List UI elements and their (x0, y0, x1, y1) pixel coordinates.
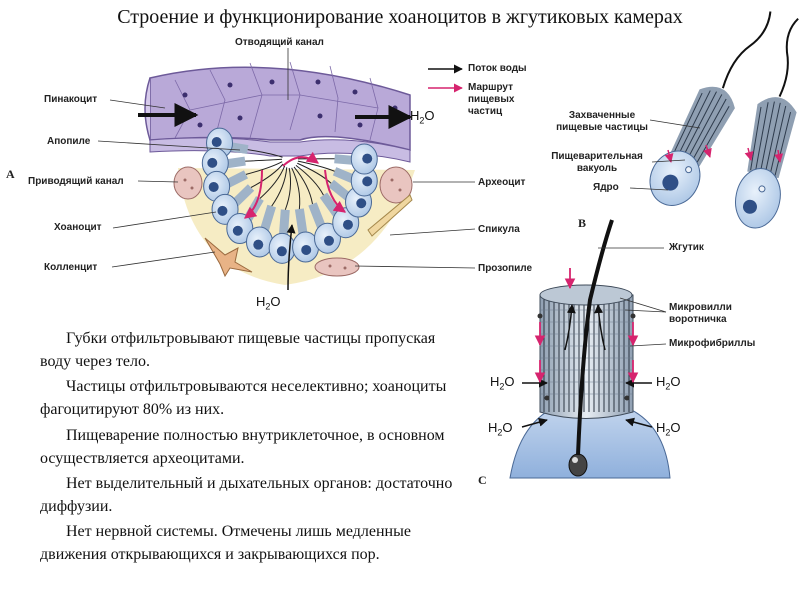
collencyte (204, 237, 253, 278)
panel-label-a: A (6, 167, 15, 181)
choanocyte-cell (291, 167, 320, 263)
choanocyte-cell (297, 143, 378, 175)
panel-a-illustration (97, 48, 476, 291)
nucleus-c (568, 453, 588, 477)
choanocyte-cell (297, 162, 373, 218)
label-archaeocyte: Археоцит (478, 177, 526, 188)
choanocyte-cell (201, 147, 283, 179)
label-nucleus: Ядро (593, 182, 619, 193)
label-prosopyle: Прозопиле (478, 263, 533, 274)
label-spicule: Спикула (478, 224, 520, 235)
flagellum (576, 219, 614, 456)
text-paragraph: Пищеварение полностью внутриклеточное, в… (40, 427, 445, 467)
label-outflow-canal: Отводящий канал (235, 37, 324, 48)
text-paragraph: Частицы отфильтровываются неселективно; … (40, 378, 447, 418)
choanocyte-cell (293, 166, 341, 254)
spicule (367, 194, 413, 237)
label-inflow-canal: Приводящий канал (28, 176, 124, 187)
archaeocyte (173, 166, 203, 200)
panel-b-illustration (629, 11, 799, 229)
panel-label-c: C (478, 473, 487, 487)
label-apopyle: Апопиле (47, 136, 91, 147)
h2o-label-outflow: H2O (410, 108, 435, 126)
legend-water-label: Поток воды (468, 63, 527, 74)
slide-title: Строение и функционирование хоаноцитов в… (117, 6, 683, 28)
label-microfibrils: Микрофибриллы (669, 338, 756, 349)
label-pinacocyte: Пинакоцит (44, 94, 98, 105)
h2o-label-c-left-bottom: H2O (488, 420, 513, 438)
choanocyte-cell (245, 167, 288, 258)
archaeocyte (314, 257, 360, 277)
label-digestive-vacuole: Пищеварительная вакуоль (551, 151, 643, 174)
archaeocyte (379, 166, 413, 204)
label-choanocyte: Хоаноцит (54, 222, 102, 233)
h2o-label-c-right-top: H2O (656, 374, 681, 392)
h2o-label-c-right-bottom: H2O (656, 420, 681, 438)
choanocyte-cell (297, 160, 378, 197)
choanocyte-ring (201, 127, 378, 264)
choanocyte-cell (203, 161, 283, 202)
label-flagellum: Жгутик (669, 242, 704, 253)
text-paragraph: Нет нервной системы. Отмечены лишь медле… (40, 523, 411, 563)
text-paragraph: Нет выделительный и дыхательных органов:… (40, 475, 453, 515)
legend-food-label: Маршрут пищевых частиц (468, 82, 515, 117)
panel-c-illustration (509, 219, 671, 479)
panel-label-b: B (578, 216, 587, 230)
h2o-label-inflow: H2O (256, 294, 281, 312)
h2o-label-c-left-top: H2O (490, 374, 515, 392)
label-captured-particles: Захваченные пищевые частицы (556, 110, 648, 133)
label-collencyte: Колленцит (44, 262, 98, 273)
text-paragraph: Губки отфильтровывают пищевые частицы пр… (40, 330, 436, 370)
label-collar-microvilli: Микровилли воротничка (669, 302, 732, 325)
